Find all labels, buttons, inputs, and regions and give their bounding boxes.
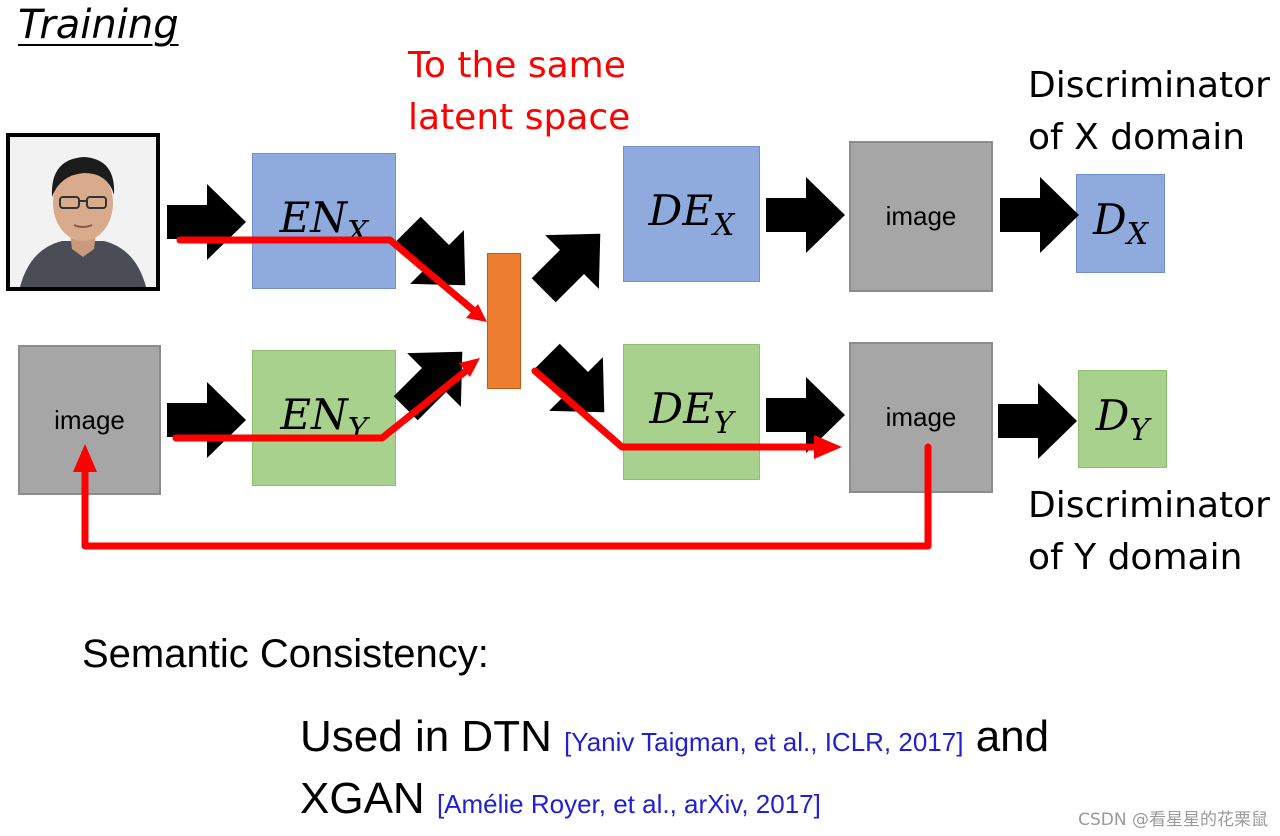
encoder-y-block: ENY xyxy=(252,350,396,486)
decoder-x-label: DEX xyxy=(648,185,735,243)
diagram-title: Training xyxy=(18,2,179,48)
arrow-decoder-y-to-image xyxy=(766,377,845,453)
output-image-y-label: image xyxy=(885,402,957,432)
flow-path-x-encoding xyxy=(176,236,483,319)
arrow-image-y-to-discriminator xyxy=(998,383,1077,459)
arrow-encoder-x-to-latent xyxy=(396,216,466,286)
decoder-y-block: DEY xyxy=(623,344,760,480)
flow-arrowhead-y xyxy=(459,358,480,377)
decoder-x-block: DEX xyxy=(623,146,760,282)
discriminator-y-line1: Discriminator xyxy=(1028,485,1270,526)
flow-path-cycle-back xyxy=(81,443,932,550)
arrow-image-to-encoder-y xyxy=(167,382,246,458)
reference-dtn-citation: [Yaniv Taigman, et al., ICLR, 2017] xyxy=(564,727,964,757)
latent-note-line1: To the same xyxy=(408,45,626,86)
flow-arrowhead-decoder xyxy=(814,435,842,459)
latent-space-note: To the same latent space xyxy=(408,40,630,144)
discriminator-y-symbol: DY xyxy=(1095,390,1150,448)
input-photo xyxy=(6,133,160,291)
arrow-image-x-to-discriminator xyxy=(1000,177,1079,253)
output-image-x-label: image xyxy=(885,201,957,231)
flow-arrowhead-x xyxy=(466,304,487,322)
reference-line-xgan: XGAN [Amélie Royer, et al., arXiv, 2017] xyxy=(300,774,821,824)
discriminator-x-label: Discriminator of X domain xyxy=(1028,60,1270,164)
latent-note-line2: latent space xyxy=(408,97,631,138)
reference-dtn-prefix: Used in DTN xyxy=(300,712,552,761)
latent-vector-block xyxy=(487,253,521,389)
reference-line-dtn: Used in DTN [Yaniv Taigman, et al., ICLR… xyxy=(300,712,1049,762)
semantic-heading: Semantic Consistency: xyxy=(82,632,489,676)
discriminator-y-line2: of Y domain xyxy=(1028,537,1243,578)
discriminator-x-block: DX xyxy=(1076,174,1165,273)
discriminator-x-line2: of X domain xyxy=(1028,117,1246,158)
reference-dtn-suffix: and xyxy=(975,712,1050,761)
discriminator-x-line1: Discriminator xyxy=(1028,65,1270,106)
output-image-y: image xyxy=(849,342,993,493)
flow-path-y-decoding xyxy=(531,367,822,451)
input-image-y-label: image xyxy=(54,404,125,435)
watermark: CSDN @看星星的花栗鼠 xyxy=(1078,810,1268,830)
arrow-encoder-y-to-latent xyxy=(393,351,463,421)
reference-xgan-prefix: XGAN xyxy=(300,774,425,823)
encoder-x-block: ENX xyxy=(252,153,396,289)
arrow-decoder-x-to-image xyxy=(766,177,845,253)
decoder-y-label: DEY xyxy=(649,383,734,441)
person-photo-icon xyxy=(10,137,156,287)
encoder-x-label: ENX xyxy=(279,192,369,250)
arrow-latent-to-decoder-x xyxy=(531,233,601,303)
discriminator-x-symbol: DX xyxy=(1092,195,1149,252)
reference-xgan-citation: [Amélie Royer, et al., arXiv, 2017] xyxy=(436,789,821,819)
arrow-latent-to-decoder-y xyxy=(535,343,605,413)
discriminator-y-block: DY xyxy=(1078,370,1167,468)
arrow-photo-to-encoder-x xyxy=(167,184,246,260)
discriminator-y-label: Discriminator of Y domain xyxy=(1028,480,1270,584)
flow-arrowhead-cycle xyxy=(73,444,97,472)
flow-path-y-encoding xyxy=(172,362,476,442)
output-image-x: image xyxy=(849,141,993,292)
